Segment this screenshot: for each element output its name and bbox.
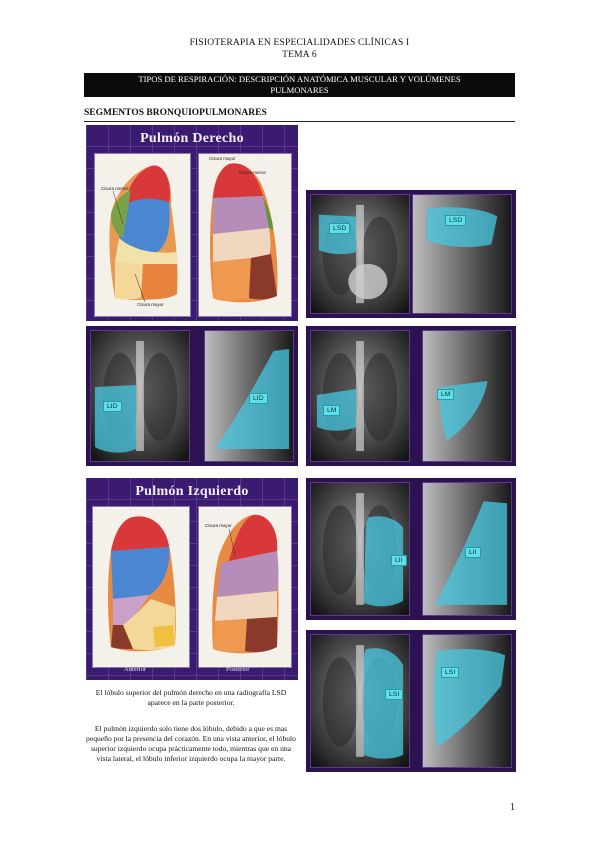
label-major-fissure: Cisura mayor: [205, 523, 232, 528]
left-lung-posterior-card: Cisura mayor: [198, 506, 292, 668]
xray-lm-side: LM: [422, 330, 512, 462]
tag-lid-side: LID: [249, 393, 268, 404]
tag-lii-front: LII: [391, 555, 407, 566]
xray-lsi-front: LSI: [310, 634, 410, 768]
right-lung-anterior-label: Anterior: [126, 309, 149, 316]
doc-header-topic: TEMA 6: [282, 50, 317, 60]
tag-lm-side: LM: [437, 389, 455, 400]
xray-pair-lm: LM LM: [306, 326, 516, 466]
section-rule: [84, 121, 515, 122]
page-number: 1: [510, 802, 515, 813]
xray-pair-lii: LII LII: [306, 478, 516, 620]
xray-lm-front-image: [311, 331, 409, 461]
xray-lii-front-image: [311, 483, 409, 615]
xray-lm-front: LM: [310, 330, 410, 462]
xray-pair-lsd: LSD LSD: [306, 190, 516, 318]
banner-line-2: PULMONARES: [270, 85, 329, 95]
xray-lii-side: LII: [422, 482, 512, 616]
section-title: SEGMENTOS BRONQUIOPULMONARES: [84, 108, 267, 118]
right-lung-posterior-label: Posterior: [226, 309, 250, 316]
title-banner: TIPOS DE RESPIRACIÓN: DESCRIPCIÓN ANATÓM…: [84, 73, 515, 97]
right-lung-anterior-illustration: Cisura menor Cisura mayor: [101, 165, 178, 307]
left-lung-anterior-illustration: [108, 516, 176, 652]
xray-pair-lsi: LSI LSI: [306, 630, 516, 772]
left-lung-anterior-card: [92, 506, 190, 668]
label-major-fissure-a: Cisura mayor: [137, 302, 164, 307]
xray-pair-lid: LID LID: [86, 326, 298, 466]
tag-lii-side: LII: [465, 547, 481, 558]
left-lung-anterior-label: Anterior: [124, 666, 147, 673]
doc-header-course: FISIOTERAPIA EN ESPECIALIDADES CLÍNICAS …: [189, 38, 410, 48]
right-lung-anterior-card: Cisura menor Cisura mayor: [94, 153, 191, 317]
banner-line-1: TIPOS DE RESPIRACIÓN: DESCRIPCIÓN ANATÓM…: [138, 74, 461, 84]
xray-lsi-front-image: [311, 635, 409, 767]
tag-lsi-front: LSI: [385, 689, 404, 700]
caption-left-lung: El pulmón izquierdo solo tiene dos lóbul…: [86, 724, 296, 763]
xray-lii-front: LII: [310, 482, 410, 616]
left-lung-title: Pulmón Izquierdo: [135, 484, 249, 499]
xray-lid-front-image: [91, 331, 189, 461]
right-lung-panel: Pulmón Derecho Cisura menor Cisura mayor…: [86, 125, 298, 321]
left-lung-posterior-illustration: Cisura mayor: [205, 514, 279, 654]
xray-lid-side: LID: [204, 330, 294, 462]
left-lung-panel: Pulmón Izquierdo Cisura mayor Anterior P…: [86, 478, 298, 680]
label-major-fissure-b: Cisura mayor: [209, 156, 236, 161]
xray-lsi-side: LSI: [422, 634, 512, 768]
tag-lsd-front: LSD: [329, 223, 351, 234]
xray-lsd-side: LSD: [412, 194, 512, 314]
right-lung-posterior-illustration: Cisura menor Cisura mayor: [209, 156, 278, 303]
xray-lsd-front: LSD: [310, 194, 410, 314]
left-lung-posterior-label: Posterior: [226, 666, 250, 673]
tag-lsd-side: LSD: [445, 215, 467, 226]
caption-right-lung: El lóbulo superior del pulmón derecho en…: [95, 688, 287, 707]
right-lung-title: Pulmón Derecho: [140, 131, 244, 146]
tag-lid-front: LID: [103, 401, 122, 412]
label-minor-fissure-b: Cisura menor: [239, 170, 267, 175]
xray-lsi-side-image: [423, 635, 511, 767]
xray-lsd-front-image: [311, 195, 409, 313]
right-lung-posterior-card: Cisura menor Cisura mayor: [198, 153, 292, 317]
label-minor-fissure-a: Cisura menor: [101, 186, 129, 191]
xray-lsd-side-image: [413, 195, 511, 313]
tag-lm-front: LM: [323, 405, 341, 416]
tag-lsi-side: LSI: [441, 667, 460, 678]
xray-lid-front: LID: [90, 330, 190, 462]
